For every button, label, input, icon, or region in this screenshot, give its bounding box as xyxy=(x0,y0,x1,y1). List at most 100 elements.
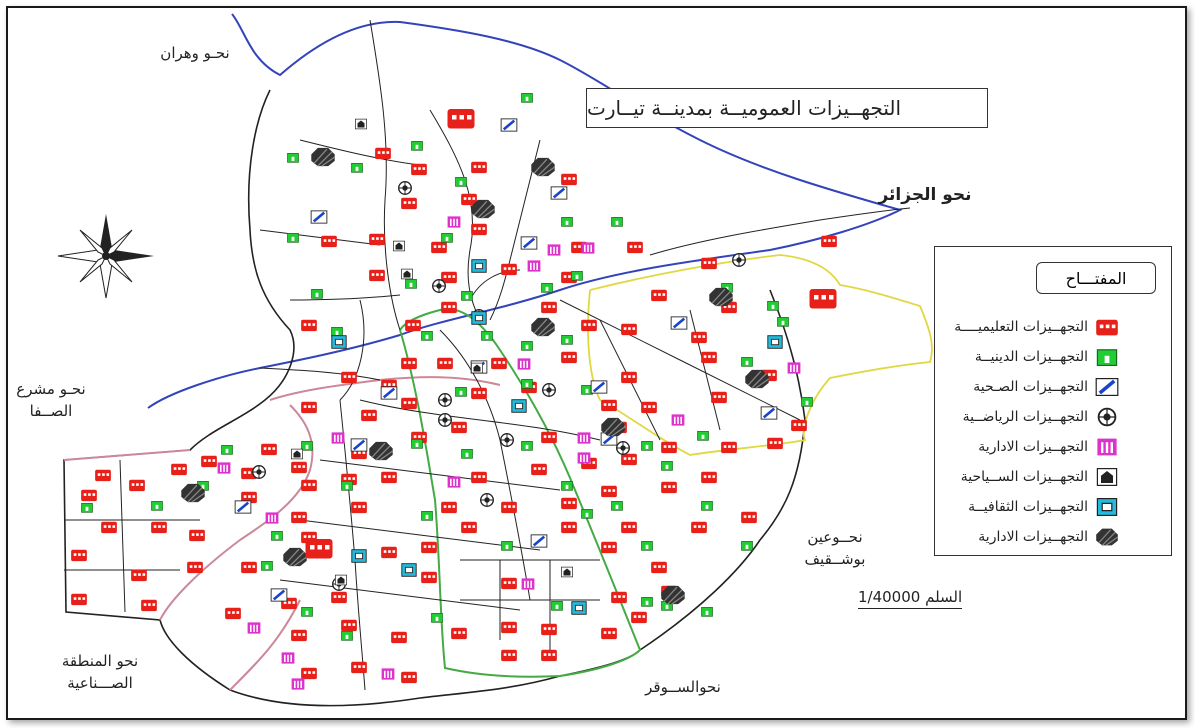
religious-icon xyxy=(461,449,473,459)
administrative-icon xyxy=(581,242,595,254)
religious-icon xyxy=(571,271,583,281)
education-icon xyxy=(561,173,577,186)
tourism-icon xyxy=(1094,466,1120,488)
education-icon xyxy=(631,611,647,624)
religious-icon xyxy=(301,441,313,451)
north-arrow-icon xyxy=(57,214,154,299)
education-icon xyxy=(501,263,517,276)
religious-icon xyxy=(481,331,493,341)
sports-icon xyxy=(616,441,630,455)
map-frame xyxy=(6,6,1187,720)
education-icon xyxy=(331,591,347,604)
education-icon xyxy=(351,661,367,674)
religious-icon xyxy=(521,379,533,389)
education-icon xyxy=(301,401,317,414)
education-icon xyxy=(341,619,357,632)
education-icon xyxy=(601,485,617,498)
administrative-hatched-icon xyxy=(181,483,206,503)
education-icon xyxy=(447,109,475,129)
education-icon xyxy=(71,593,87,606)
religious-icon xyxy=(261,561,273,571)
religious-icon xyxy=(421,511,433,521)
label-to-ain-bouchekif: نحــوعين بوشــقيف xyxy=(780,526,890,570)
education-icon xyxy=(187,561,203,574)
legend-item: التجهــيزات التعليميــــة xyxy=(940,313,1120,341)
education-icon xyxy=(641,401,657,414)
religious-icon xyxy=(521,341,533,351)
religious-icon xyxy=(641,597,653,607)
education-icon xyxy=(95,469,111,482)
education-icon xyxy=(611,591,627,604)
religious-icon xyxy=(311,289,323,299)
education-icon xyxy=(421,571,437,584)
cultural-icon xyxy=(401,563,417,577)
education-icon xyxy=(225,607,241,620)
education-icon xyxy=(301,479,317,492)
education-icon xyxy=(381,471,397,484)
education-icon xyxy=(301,319,317,332)
legend-item-label: التجهــيزات الادارية xyxy=(978,529,1088,545)
education-icon xyxy=(791,419,807,432)
cultural-icon xyxy=(351,549,367,563)
education-icon xyxy=(721,441,737,454)
education-icon xyxy=(621,453,637,466)
administrative-hatched-icon xyxy=(709,287,734,307)
religious-icon xyxy=(405,279,417,289)
education-icon xyxy=(809,289,837,309)
religious-icon xyxy=(661,461,673,471)
education-icon xyxy=(541,431,557,444)
education-icon xyxy=(381,546,397,559)
religious-icon xyxy=(641,541,653,551)
education-icon xyxy=(305,539,333,559)
administrative-icon xyxy=(281,652,295,664)
administrative-icon xyxy=(447,216,461,228)
sports-icon xyxy=(432,279,446,293)
education-icon xyxy=(361,409,377,422)
religious-icon xyxy=(455,387,467,397)
administrative-icon xyxy=(787,362,801,374)
health-icon xyxy=(670,316,688,330)
administrative-icon xyxy=(217,462,231,474)
religious-icon xyxy=(701,607,713,617)
health-icon xyxy=(520,236,538,250)
religious-icon xyxy=(461,291,473,301)
religious-icon xyxy=(741,357,753,367)
city-outline xyxy=(63,89,806,707)
education-icon xyxy=(401,671,417,684)
education-icon xyxy=(621,371,637,384)
health-icon xyxy=(380,386,398,400)
tourism-icon xyxy=(401,268,413,280)
education-icon xyxy=(501,649,517,662)
education-icon xyxy=(601,541,617,554)
religious-icon xyxy=(341,481,353,491)
education-icon xyxy=(471,223,487,236)
education-icon xyxy=(405,319,421,332)
religious-icon xyxy=(561,217,573,227)
health-icon xyxy=(1094,376,1120,398)
sports-icon xyxy=(252,465,266,479)
religious-icon xyxy=(697,431,709,441)
health-icon xyxy=(500,118,518,132)
education-icon xyxy=(369,269,385,282)
education-icon xyxy=(291,511,307,524)
education-icon xyxy=(461,521,477,534)
religious-icon xyxy=(741,541,753,551)
education-icon xyxy=(81,489,97,502)
administrative-icon xyxy=(517,358,531,370)
education-icon xyxy=(581,319,597,332)
education-icon xyxy=(201,455,217,468)
administrative-icon xyxy=(447,476,461,488)
cultural-icon xyxy=(1094,496,1120,518)
religious-icon xyxy=(1094,346,1120,368)
education-icon xyxy=(301,667,317,680)
administrative-hatched-icon xyxy=(745,369,770,389)
legend-title: المفتـــاح xyxy=(1036,262,1156,294)
religious-icon xyxy=(287,233,299,243)
sports-icon xyxy=(542,383,556,397)
label-to-industrial-zone-line2: الصـــناعية xyxy=(67,674,133,692)
education-icon xyxy=(541,623,557,636)
education-icon xyxy=(441,501,457,514)
legend-item: التجهــيزات الثقافيــة xyxy=(940,493,1120,521)
legend-item: التجهــيزات الســياحية xyxy=(940,463,1120,491)
